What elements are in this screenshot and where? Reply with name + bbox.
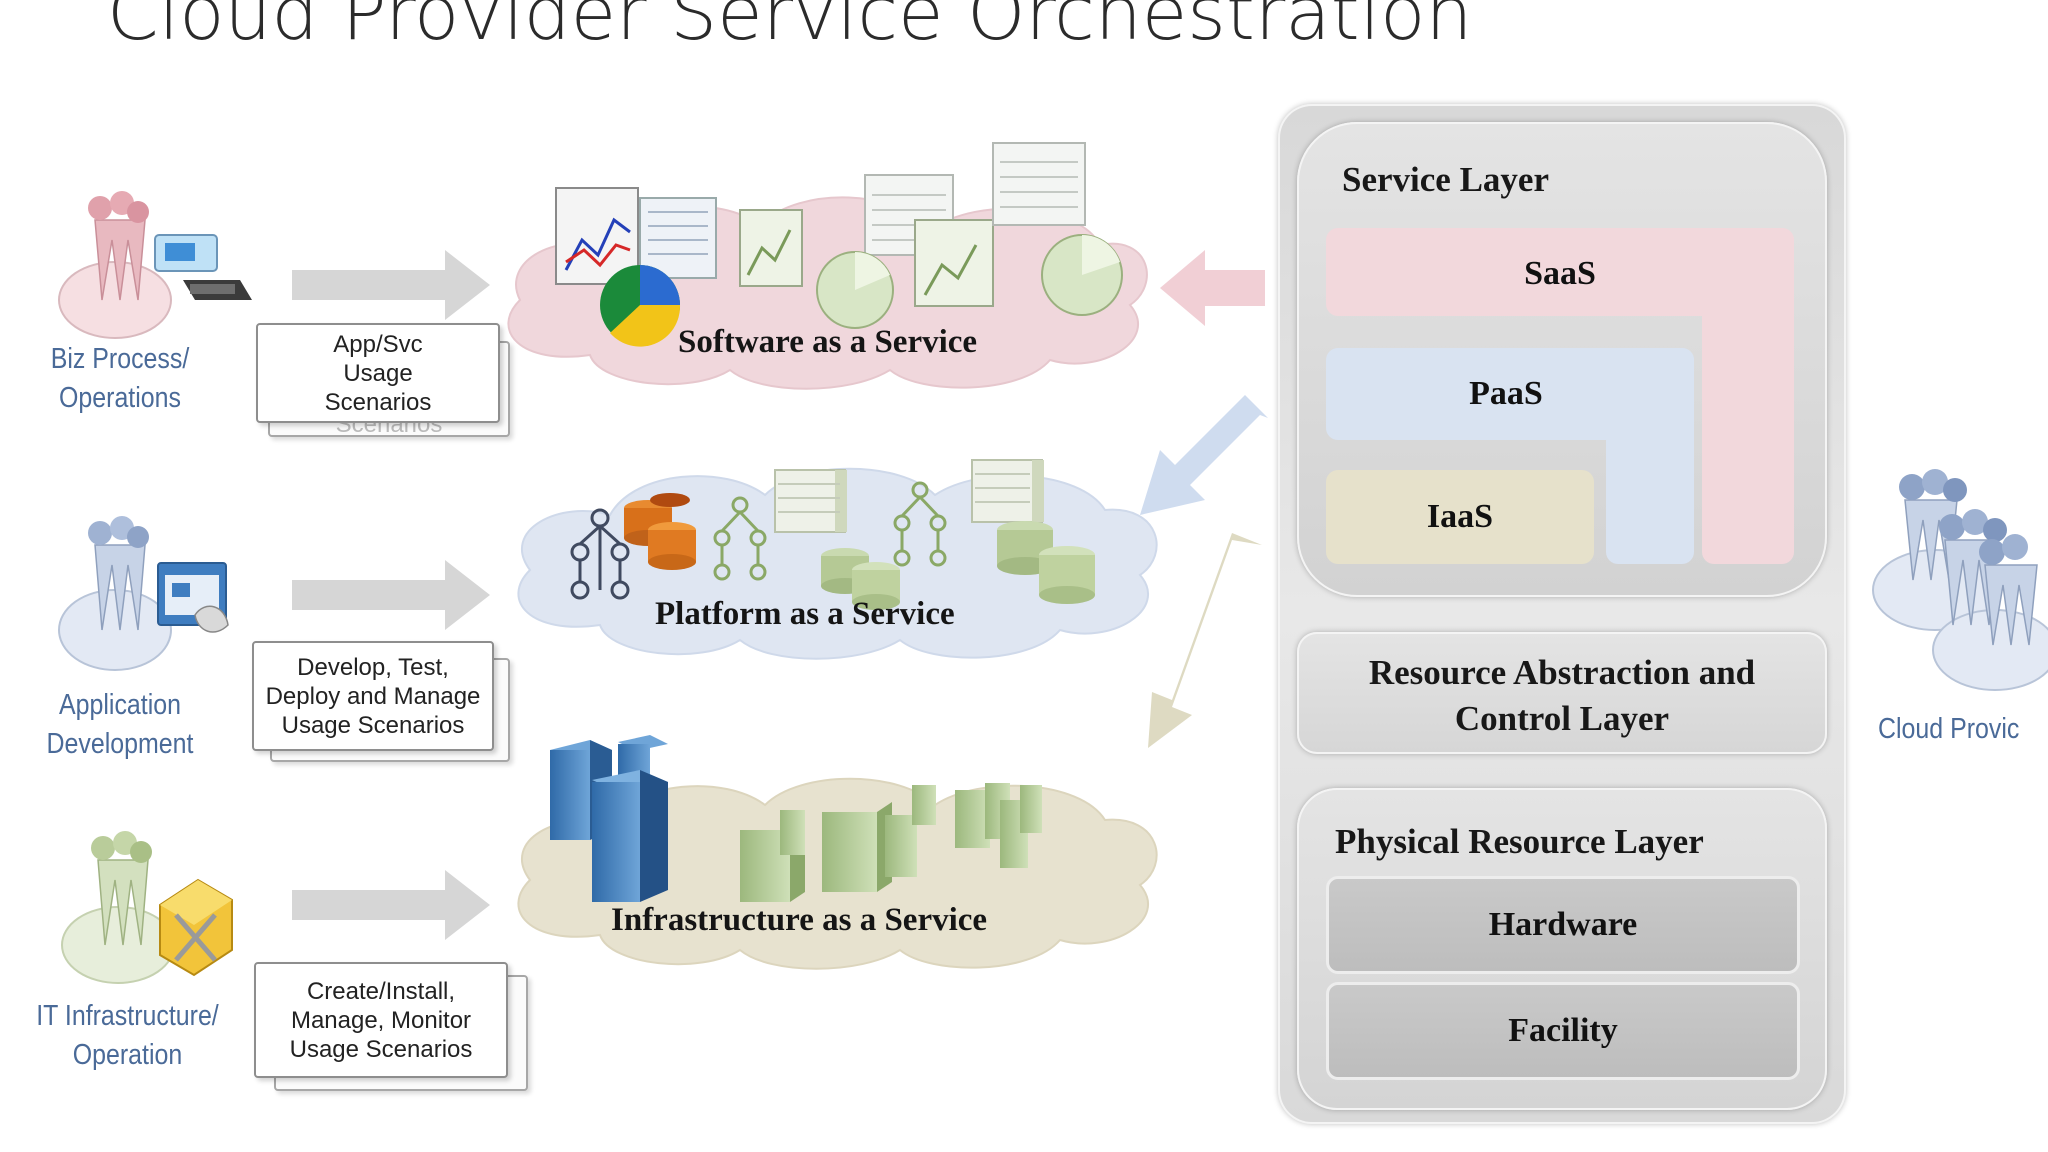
saas-layer-vertical [1702, 228, 1794, 564]
scenario-line: Usage Scenarios [281, 711, 465, 739]
arrow-app-to-paas [292, 560, 490, 630]
saas-chart-icons [555, 142, 1123, 347]
biz-people-icon [58, 191, 172, 339]
scenario-line: Develop, Test, [297, 653, 449, 681]
resource-abstraction-line1: Resource Abstraction and [1368, 653, 1756, 692]
scenario-card-develop: Develop, Test, Deploy and Manage Usage S… [252, 641, 494, 751]
scenario-card-app-svc: App/Svc Usage Scenarios [256, 323, 500, 423]
app-window-icon [157, 562, 229, 633]
paas-icons [570, 459, 1095, 610]
saas-cloud-label: Software as a Service [678, 324, 978, 360]
paas-label: PaaS [1469, 375, 1543, 412]
arrow-biz-to-saas [292, 250, 490, 320]
scenario-card-create-install: Create/Install, Manage, Monitor Usage Sc… [254, 962, 508, 1078]
role-it-infrastructure: IT Infrastructure/ Operation [18, 997, 237, 1075]
laptop-phone-icon [154, 234, 252, 300]
arrow-it-to-iaas [292, 870, 490, 940]
cloud-provider-label: Cloud Provic [1878, 713, 2020, 745]
physical-resource-title: Physical Resource Layer [1335, 822, 1704, 861]
iaas-cloud-label: Infrastructure as a Service [611, 902, 988, 938]
resource-abstraction-panel [1297, 632, 1827, 754]
role-biz-process: Biz Process/ Operations [34, 340, 206, 418]
resource-abstraction-label: Resource Abstraction and Control Layer [1297, 650, 1827, 742]
service-layer-title: Service Layer [1342, 160, 1549, 199]
role-label-line1: Application [58, 689, 182, 721]
it-people-icon [61, 831, 175, 984]
role-label-line1: Biz Process/ [50, 343, 190, 375]
scenario-line: Scenarios [324, 388, 432, 416]
arrow-saas-to-cloud [1160, 250, 1265, 326]
paas-layer-vertical [1606, 348, 1694, 564]
role-application-development: Application Development [34, 686, 206, 764]
page-title: Cloud Provider Service Orchestration [107, 0, 1473, 57]
scenario-line: App/Svc [333, 330, 423, 358]
paas-cloud-label: Platform as a Service [655, 596, 955, 632]
resource-abstraction-line2: Control Layer [1454, 699, 1670, 738]
scenario-line: Usage [343, 359, 413, 387]
role-label-line2: Development [46, 728, 194, 760]
saas-label: SaaS [1524, 255, 1596, 292]
iaas-server-icons [550, 735, 1042, 902]
role-label-line1: IT Infrastructure/ [36, 1000, 219, 1032]
facility-layer: Facility [1326, 982, 1800, 1080]
toolbox-icon [159, 878, 233, 977]
app-people-icon [58, 516, 172, 671]
hardware-layer: Hardware [1326, 876, 1800, 974]
scenario-line: Usage Scenarios [289, 1035, 473, 1063]
arrow-paas-to-cloud [1140, 395, 1268, 515]
scenario-line: Deploy and Manage [265, 682, 481, 710]
cloud-provider-people-icon [1872, 469, 2048, 691]
role-label-line2: Operation [72, 1039, 183, 1071]
iaas-layer: IaaS [1326, 470, 1594, 564]
scenario-line: Manage, Monitor [290, 1006, 472, 1034]
arrow-iaas-to-cloud [1148, 533, 1262, 748]
role-label-line2: Operations [58, 382, 181, 414]
scenario-line: Create/Install, [306, 977, 456, 1005]
